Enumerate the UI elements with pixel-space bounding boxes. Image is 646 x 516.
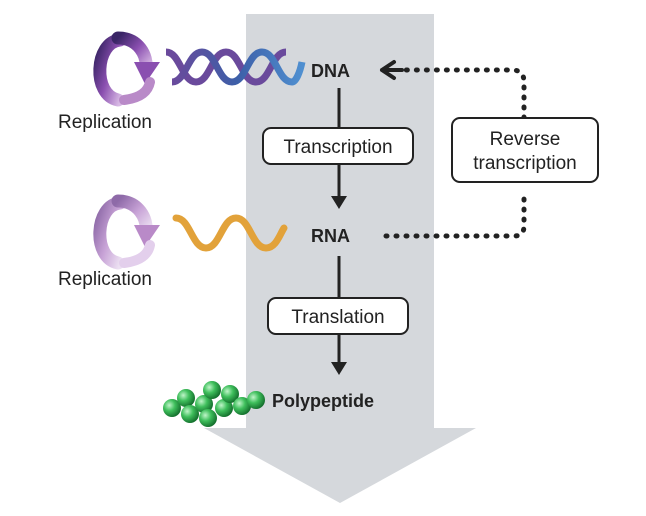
rna-replication-label: Replication [58, 269, 152, 290]
dna-replication-icon [93, 31, 160, 107]
dna-helix-icon [165, 48, 306, 86]
rna-strand-icon [172, 214, 288, 252]
polypeptide-label: Polypeptide [272, 391, 374, 411]
reverse-transcription-label-line2: transcription [473, 153, 577, 174]
dna-replication-label: Replication [58, 112, 152, 133]
transcription-box: Transcription [262, 127, 414, 165]
polypeptide-arrowhead [331, 362, 347, 375]
rna-replication-icon [93, 194, 160, 270]
reverse-transcription-arrowhead [380, 60, 404, 80]
polypeptide-beads-icon [163, 381, 265, 427]
transcription-label: Transcription [283, 137, 392, 158]
rna-label: RNA [311, 226, 350, 246]
reverse-transcription-path [383, 193, 527, 239]
reverse-transcription-box: Reverse transcription [451, 117, 599, 183]
dna-label: DNA [311, 61, 350, 81]
translation-label: Translation [291, 307, 384, 328]
rna-arrowhead [331, 196, 347, 209]
translation-box: Translation [267, 297, 409, 335]
reverse-transcription-label-line1: Reverse [490, 129, 561, 150]
